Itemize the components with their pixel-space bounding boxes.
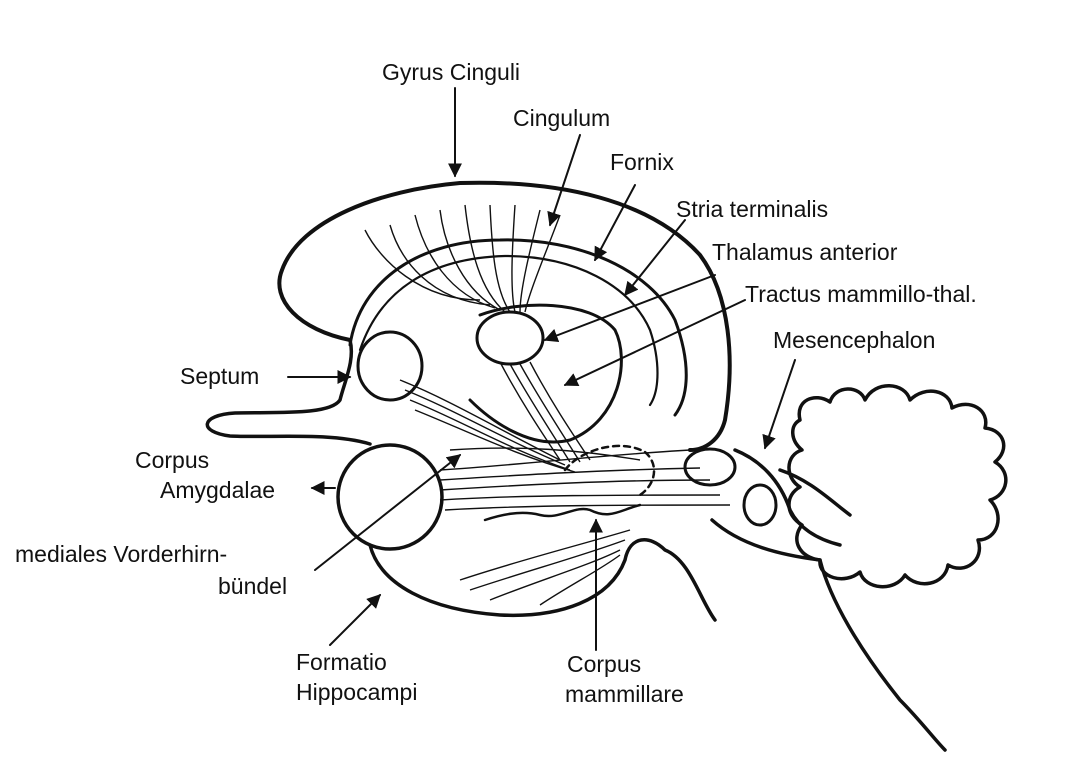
leader-lines <box>288 88 795 650</box>
cingulum-loop <box>350 240 686 415</box>
mesencephalon-leader <box>765 360 795 448</box>
label-mediales-vorderhirn-2: bündel <box>218 572 287 600</box>
label-mediales-vorderhirn-1: mediales Vorderhirn- <box>15 540 227 568</box>
thalamus-anterior-nucleus <box>477 312 543 364</box>
label-corpus-amygdalae-1: Corpus <box>135 446 209 474</box>
label-corpus-mammillare-1: Corpus <box>567 650 641 678</box>
label-fornix: Fornix <box>610 148 674 176</box>
label-mesencephalon: Mesencephalon <box>773 326 935 354</box>
cerebellum <box>789 386 1006 587</box>
gyrus-cinguli-outline <box>279 183 729 450</box>
mesencephalon-lower <box>744 485 776 525</box>
label-thalamus-anterior: Thalamus anterior <box>712 238 897 266</box>
cingulum-leader <box>550 135 580 225</box>
label-tractus-mammillo-thal: Tractus mammillo-thal. <box>745 280 977 308</box>
fiber-bundles <box>365 205 730 605</box>
stria-terminalis-leader <box>625 220 685 295</box>
label-formatio-hippocampi-2: Hippocampi <box>296 678 417 706</box>
formatio-hippocampi-leader <box>330 595 380 645</box>
label-formatio-hippocampi-1: Formatio <box>296 648 387 676</box>
thalamus-outline <box>470 305 621 442</box>
septum-contour <box>207 340 370 444</box>
septum-nucleus <box>358 332 422 400</box>
label-gyrus-cinguli: Gyrus Cinguli <box>382 58 520 86</box>
label-corpus-mammillare-2: mammillare <box>565 680 684 708</box>
label-corpus-amygdalae-2: Amygdalae <box>160 476 275 504</box>
amygdala <box>338 445 442 549</box>
label-cingulum: Cingulum <box>513 104 610 132</box>
label-septum: Septum <box>180 362 259 390</box>
label-stria-terminalis: Stria terminalis <box>676 195 828 223</box>
